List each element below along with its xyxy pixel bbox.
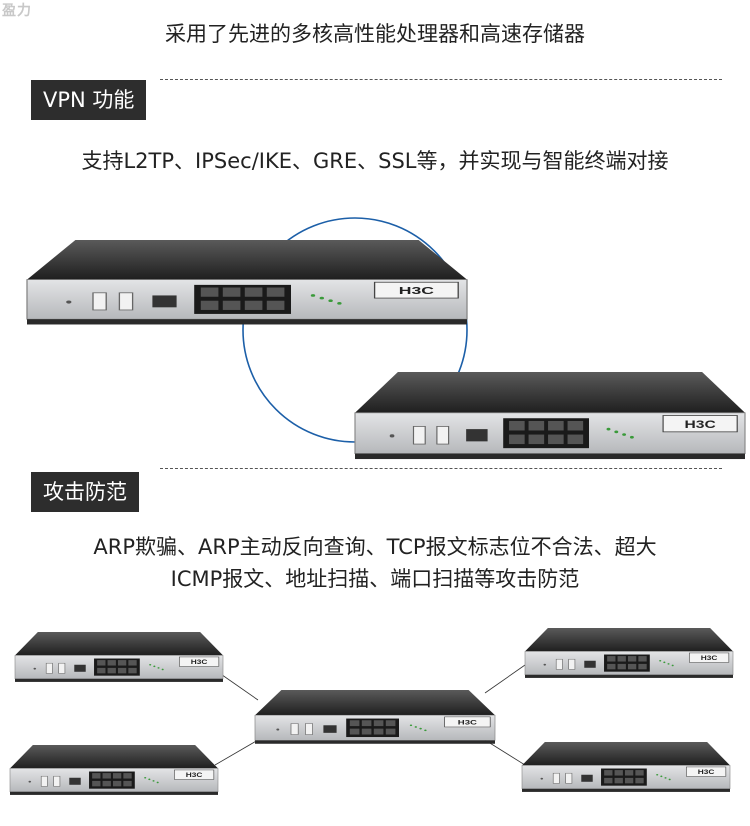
router-device-4 bbox=[524, 627, 734, 679]
vpn-section-tag: VPN 功能 bbox=[31, 80, 147, 120]
router-device-5 bbox=[254, 689, 496, 745]
watermark: 盈力 bbox=[2, 3, 32, 19]
router-device-3 bbox=[14, 631, 224, 683]
vpn-description: 支持L2TP、IPSec/IKE、GRE、SSL等，并实现与智能终端对接 bbox=[81, 149, 669, 173]
router-device-1 bbox=[25, 238, 469, 326]
vpn-divider bbox=[160, 79, 722, 80]
router-device-7 bbox=[521, 741, 731, 793]
attack-divider bbox=[160, 468, 722, 469]
attack-section-tag: 攻击防范 bbox=[31, 472, 139, 512]
router-device-2 bbox=[354, 371, 746, 461]
attack-description-line1: ARP欺骗、ARP主动反向查询、TCP报文标志位不合法、超大 bbox=[93, 535, 657, 559]
attack-description-line2: ICMP报文、地址扫描、端口扫描等攻击防范 bbox=[170, 567, 580, 591]
router-device-6 bbox=[9, 744, 219, 796]
headline: 采用了先进的多核高性能处理器和高速存储器 bbox=[165, 22, 585, 46]
